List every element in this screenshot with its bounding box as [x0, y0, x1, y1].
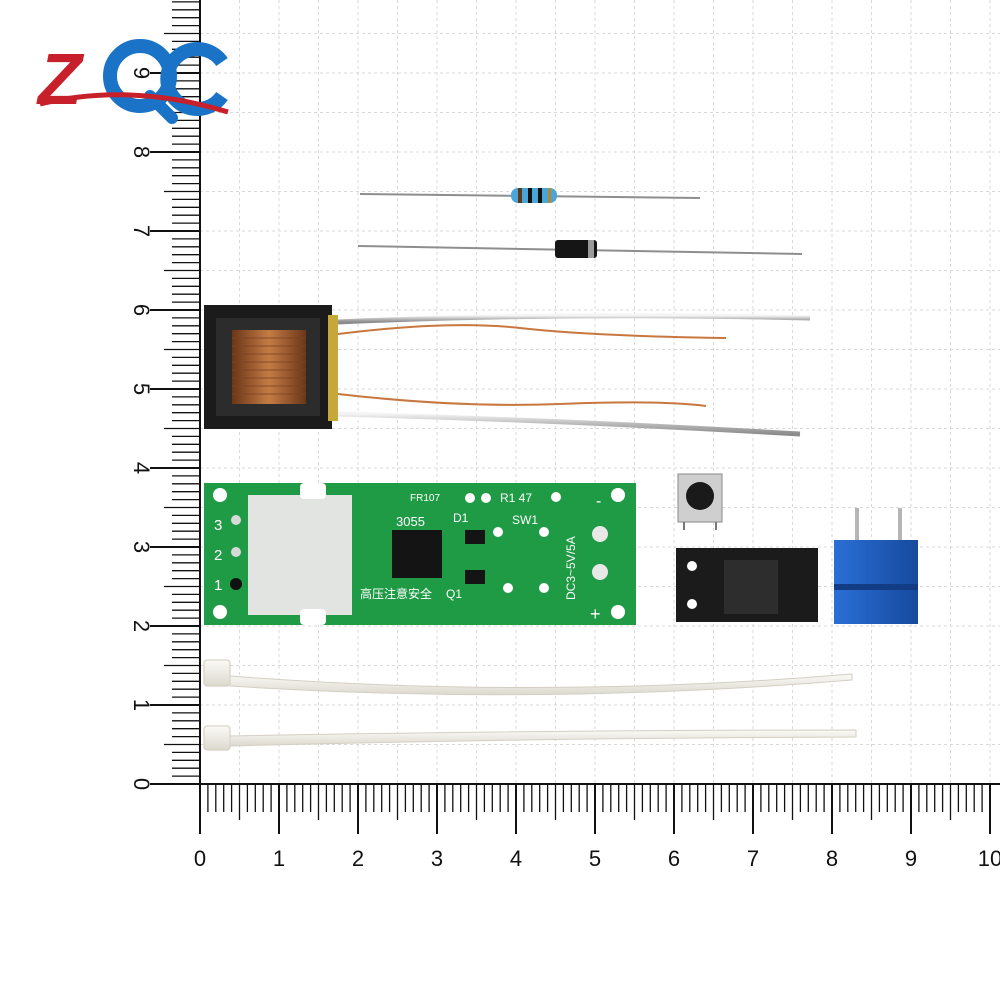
ruler-y-label: 0 [129, 778, 154, 790]
ruler-y-label: 3 [129, 541, 154, 553]
ruler-x-label: 2 [352, 846, 364, 871]
pcb-board: 3 2 1 3055 FR107 D1 R1 47 SW1 Q1 高压注意安全 … [204, 483, 636, 625]
r1-label: R1 47 [500, 491, 532, 505]
vertical-ruler: 0 1 2 3 4 5 6 7 8 9 [129, 0, 201, 790]
ruler-y-label: 8 [129, 146, 154, 158]
pcb-pin-label: 2 [214, 547, 222, 564]
fr107-label: FR107 [410, 493, 440, 504]
ruler-x-label: 1 [273, 846, 285, 871]
ruler-y-label: 1 [129, 699, 154, 711]
ruler-y-label: 7 [129, 225, 154, 237]
d1-label: D1 [453, 511, 469, 525]
ruler-x-label: 9 [905, 846, 917, 871]
potentiometer [834, 508, 918, 624]
ruler-x-label: 10 [978, 846, 1000, 871]
ruler-x-label: 4 [510, 846, 522, 871]
ruler-x-label: 6 [668, 846, 680, 871]
q1-label: Q1 [446, 587, 462, 601]
ruler-x-label: 5 [589, 846, 601, 871]
pcb-pin-label: 1 [214, 577, 222, 594]
cable-ties [203, 659, 857, 751]
voltage-label: DC3~5V/5A [564, 536, 578, 600]
warning-label: 高压注意安全 [360, 586, 432, 601]
battery-clip [676, 548, 818, 622]
minus-label: - [596, 493, 601, 510]
ic-label: 3055 [396, 514, 425, 529]
tactile-push-button [677, 473, 723, 530]
pcb-pin-label: 3 [214, 517, 222, 534]
diode [357, 240, 803, 258]
ruler-y-label: 2 [129, 620, 154, 632]
plus-label: + [590, 604, 601, 624]
ruler-y-label: 4 [129, 462, 154, 474]
zqc-logo: Z [36, 39, 229, 124]
ruler-y-label: 9 [129, 67, 154, 79]
svg-text:Z: Z [36, 40, 85, 120]
ruler-x-label: 0 [194, 846, 206, 871]
high-voltage-transformer [204, 305, 811, 437]
sw1-label: SW1 [512, 513, 538, 527]
horizontal-ruler: 0 1 2 3 4 5 6 7 8 9 10 [194, 783, 1000, 871]
ruler-y-label: 6 [129, 304, 154, 316]
resistor [359, 188, 701, 203]
ruler-x-label: 7 [747, 846, 759, 871]
ruler-y-label: 5 [129, 383, 154, 395]
ruler-x-label: 8 [826, 846, 838, 871]
ruler-x-label: 3 [431, 846, 443, 871]
